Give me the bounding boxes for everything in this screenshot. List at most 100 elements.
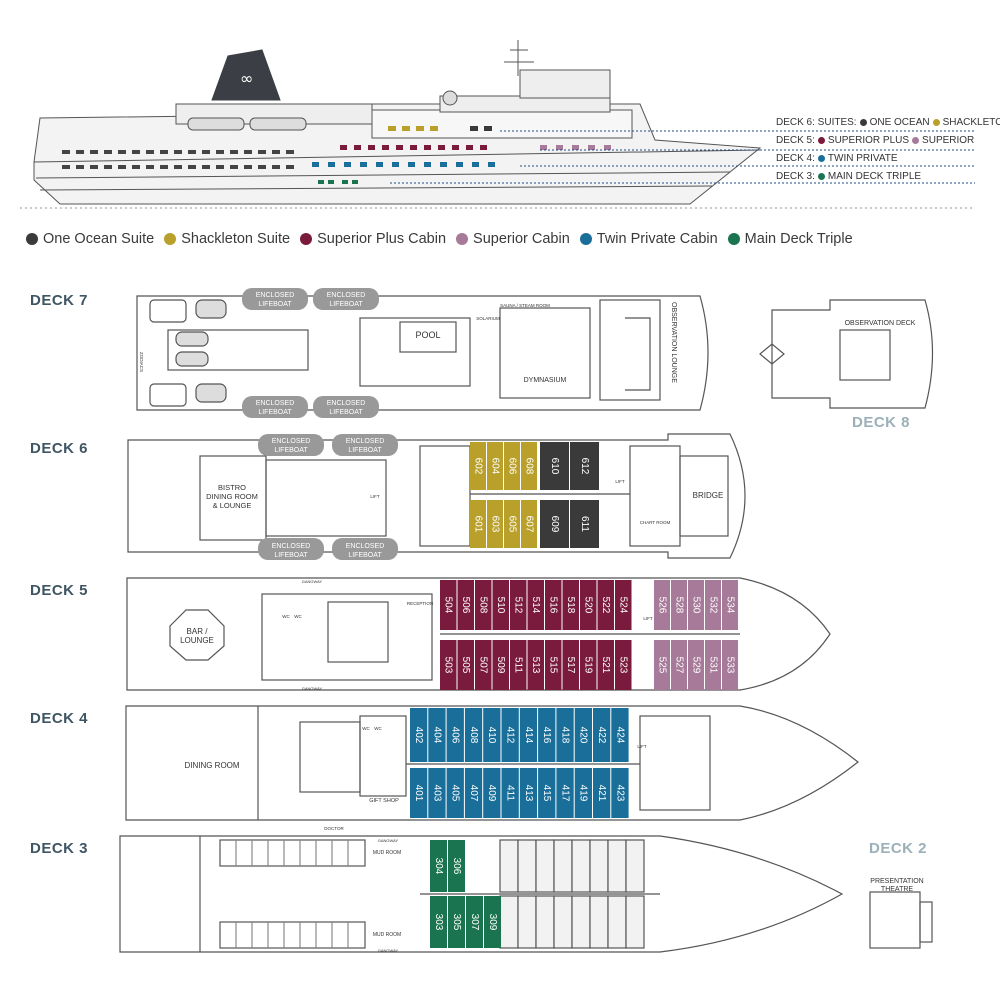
cabin-306[interactable] (448, 840, 465, 892)
cabin-506[interactable] (457, 580, 475, 630)
cabin-508[interactable] (475, 580, 492, 630)
cabin-419[interactable] (574, 768, 592, 818)
lifeboat-label: LIFEBOAT (274, 447, 308, 454)
cabin-611[interactable] (570, 500, 599, 548)
cabin-408[interactable] (464, 708, 483, 762)
cabin-407[interactable] (464, 768, 483, 818)
superior-plus-dot (817, 137, 825, 144)
cabin-509[interactable] (492, 640, 510, 690)
cabin-609[interactable] (540, 500, 569, 548)
cabin-527[interactable] (671, 640, 687, 690)
cabin-406[interactable] (446, 708, 464, 762)
cabin-516[interactable] (545, 580, 562, 630)
cabin-number: 528 (673, 597, 684, 614)
cabin-418[interactable] (556, 708, 574, 762)
cabin-415[interactable] (538, 768, 556, 818)
deck3-title: DECK 3 (30, 840, 89, 857)
observation-lounge-label: OBSERVATION LOUNGE (670, 302, 677, 383)
cabin-603[interactable] (487, 500, 503, 548)
cabin-518[interactable] (562, 580, 580, 630)
cabin-504[interactable] (440, 580, 457, 630)
cabin-523[interactable] (615, 640, 632, 690)
cabin-414[interactable] (519, 708, 538, 762)
cabin-404[interactable] (428, 708, 446, 762)
cabin-524[interactable] (615, 580, 632, 630)
cabin-517[interactable] (562, 640, 580, 690)
cabin-309[interactable] (484, 896, 501, 948)
chart-room-label: CHART ROOM (640, 520, 671, 525)
cabin-529[interactable] (688, 640, 704, 690)
cabin-604[interactable] (487, 442, 503, 490)
cabin-423[interactable] (611, 768, 629, 818)
cabin-608[interactable] (521, 442, 537, 490)
cabin-413[interactable] (519, 768, 538, 818)
cabin-402[interactable] (410, 708, 428, 762)
cabin-number: 517 (565, 657, 576, 674)
cabin-602[interactable] (470, 442, 486, 490)
cabin-528[interactable] (671, 580, 687, 630)
cabin-420[interactable] (574, 708, 592, 762)
cabin-405[interactable] (446, 768, 464, 818)
cabin-606[interactable] (504, 442, 520, 490)
main-deck-triple-dot (817, 173, 825, 180)
cabin-number: 608 (523, 458, 534, 475)
cabin-601[interactable] (470, 500, 486, 548)
cabin-532[interactable] (705, 580, 721, 630)
deck7-title: DECK 7 (30, 292, 89, 309)
lifeboat-label: ENCLOSED (346, 438, 385, 445)
cabin-526[interactable] (654, 580, 670, 630)
cabin-607[interactable] (521, 500, 537, 548)
cabin-number: 516 (548, 597, 559, 614)
cabin-521[interactable] (597, 640, 615, 690)
cabin-422[interactable] (593, 708, 611, 762)
cabin-515[interactable] (545, 640, 562, 690)
cabin-605[interactable] (504, 500, 520, 548)
cabin-519[interactable] (580, 640, 597, 690)
cabin-531[interactable] (705, 640, 721, 690)
one-ocean-dot (859, 119, 867, 126)
cabin-534[interactable] (722, 580, 738, 630)
cabin-number: 418 (559, 727, 570, 744)
cabin-303[interactable] (430, 896, 447, 948)
cabin-416[interactable] (538, 708, 556, 762)
cabin-513[interactable] (527, 640, 545, 690)
lifeboat-label: ENCLOSED (272, 438, 311, 445)
cabin-503[interactable] (440, 640, 457, 690)
cabin-403[interactable] (428, 768, 446, 818)
cabin-number: 509 (495, 657, 506, 674)
cabin-512[interactable] (510, 580, 527, 630)
cabin-number: 412 (505, 727, 516, 744)
cabin-411[interactable] (501, 768, 519, 818)
cabin-505[interactable] (457, 640, 475, 690)
cabin-511[interactable] (510, 640, 527, 690)
cabin-530[interactable] (688, 580, 704, 630)
cabin-520[interactable] (580, 580, 597, 630)
cabin-424[interactable] (611, 708, 629, 762)
lifeboat-label: LIFEBOAT (258, 409, 292, 416)
cabin-409[interactable] (483, 768, 501, 818)
cabin-507[interactable] (475, 640, 492, 690)
cabin-522[interactable] (597, 580, 615, 630)
legend-label: Superior Plus Cabin (317, 231, 447, 247)
cabin-417[interactable] (556, 768, 574, 818)
deck8-plan (759, 299, 934, 409)
cabin-305[interactable] (448, 896, 465, 948)
superior-swatch (456, 233, 469, 245)
cabin-421[interactable] (593, 768, 611, 818)
cabin-412[interactable] (501, 708, 519, 762)
cabin-612[interactable] (570, 442, 599, 490)
legend-label: One Ocean Suite (43, 231, 155, 247)
cabin-401[interactable] (410, 768, 428, 818)
main-deck-triple-swatch (727, 233, 740, 245)
deck4-key: DECK 4: TWIN PRIVATE (776, 153, 898, 164)
cabin-307[interactable] (466, 896, 483, 948)
cabin-610[interactable] (540, 442, 569, 490)
cabin-410[interactable] (483, 708, 501, 762)
cabin-533[interactable] (722, 640, 738, 690)
legend-superior: Superior Cabin (456, 231, 570, 247)
cabin-525[interactable] (654, 640, 670, 690)
cabin-304[interactable] (430, 840, 447, 892)
cabin-510[interactable] (492, 580, 510, 630)
cabin-number: 519 (583, 657, 594, 674)
cabin-514[interactable] (527, 580, 545, 630)
